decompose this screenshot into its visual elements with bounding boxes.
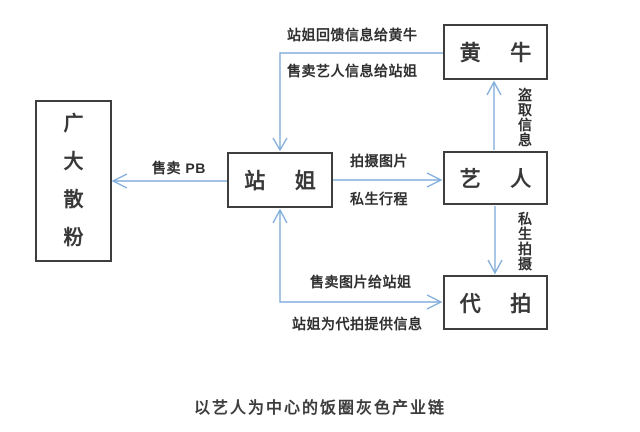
- edge-label-sell-artist-info: 售卖艺人信息给站姐: [287, 63, 418, 79]
- edge-label-sell-pics-to-zhanjie: 售卖图片给站姐: [310, 274, 412, 290]
- connector-scalper-to-zhanjie: [279, 52, 443, 149]
- node-artist: 艺人: [443, 151, 548, 205]
- arrowhead-up-into-scalper: [486, 80, 502, 96]
- node-zhanjie-label: 站姐: [244, 170, 346, 193]
- arrowhead-down-into-zhanjie: [272, 137, 288, 152]
- arrowhead-left-into-fans: [111, 173, 128, 189]
- node-zhanjie: 站姐: [227, 152, 333, 208]
- edge-label-shoot-pictures: 拍摄图片: [350, 153, 408, 169]
- node-artist-label: 艺人: [459, 168, 561, 191]
- diagram-caption: 以艺人为中心的饭圈灰色产业链: [193, 400, 446, 417]
- edge-label-provide-info-daipai: 站姐为代拍提供信息: [292, 316, 423, 332]
- arrowhead-down-into-daipai: [487, 259, 503, 275]
- edge-label-feedback-to-scalper: 站姐回馈信息给黄牛: [287, 27, 418, 43]
- edge-label-private-schedule: 私生行程: [350, 191, 408, 207]
- arrowhead-right-into-artist: [426, 172, 443, 188]
- node-daipai-label: 代拍: [459, 292, 561, 316]
- connector-zhanjie-daipai-elbow: [279, 211, 440, 303]
- arrowhead-up-into-zhanjie: [272, 208, 288, 224]
- node-fans-label: 广大散粉: [63, 113, 84, 249]
- arrowhead-right-into-daipai: [426, 294, 443, 310]
- node-daipai: 代拍: [443, 275, 548, 330]
- edge-label-sell-pb: 售卖 PB: [152, 160, 206, 176]
- node-scalper: 黄牛: [443, 24, 548, 80]
- edge-label-private-shooting: 私生拍摄: [518, 211, 532, 272]
- edge-label-steal-info: 盗取信息: [518, 87, 532, 148]
- node-scalper-label: 黄牛: [459, 42, 561, 65]
- node-fans: 广大散粉: [35, 100, 112, 262]
